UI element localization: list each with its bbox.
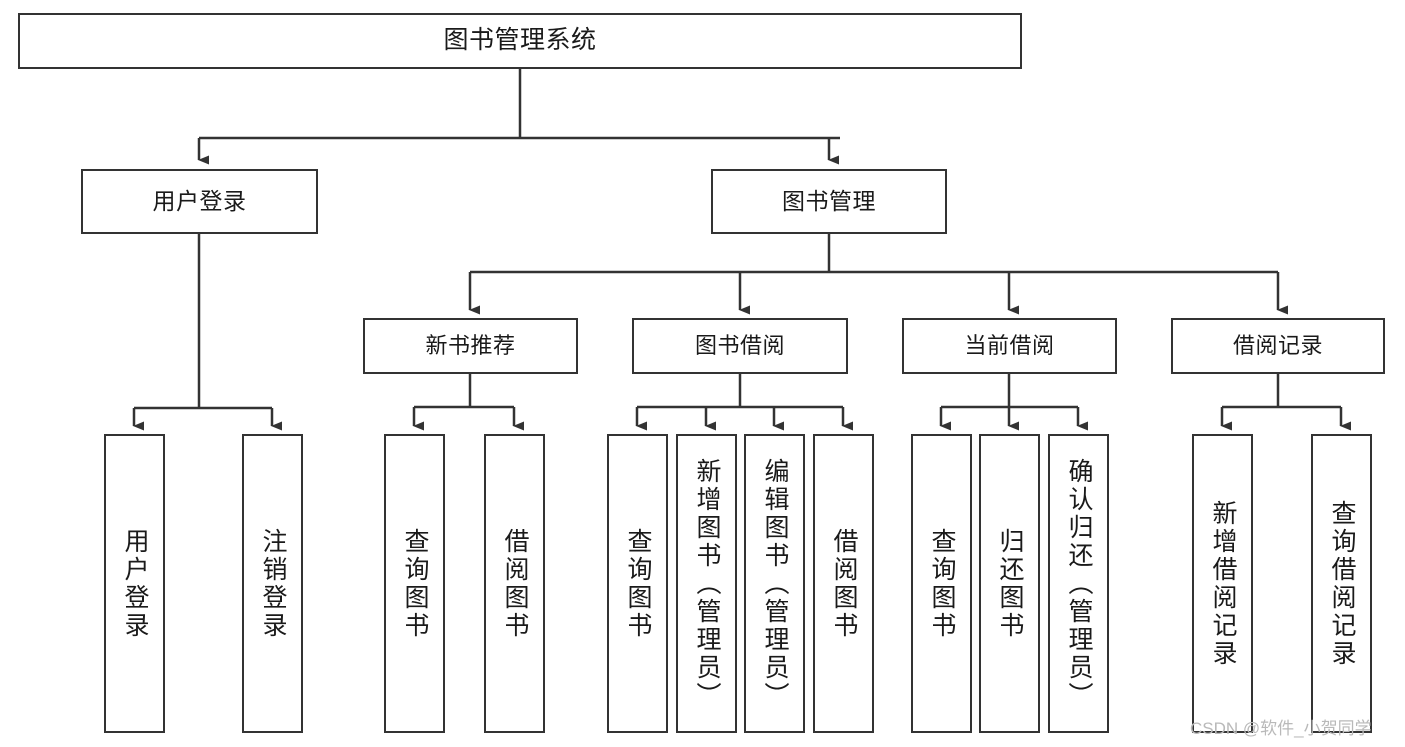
node-current-borrow[interactable]: 当前借阅 [902,318,1117,374]
leaf-borrow-edit-book-label: 编辑图书（管理员） [761,457,789,710]
leaf-borrow-add-book[interactable]: 新增图书（管理员） [676,434,737,733]
leaf-user-login[interactable]: 用户登录 [104,434,165,733]
leaf-current-confirm-return[interactable]: 确认归还（管理员） [1048,434,1109,733]
leaf-borrow-query-book[interactable]: 查询图书 [607,434,668,733]
leaf-user-login-label: 用户登录 [121,527,149,640]
node-root[interactable]: 图书管理系统 [18,13,1022,69]
leaf-current-query-book[interactable]: 查询图书 [911,434,972,733]
node-book-management[interactable]: 图书管理 [711,169,947,234]
leaf-record-query-label: 查询借阅记录 [1328,499,1356,668]
node-book-borrow-label: 图书借阅 [694,333,785,359]
node-book-management-label: 图书管理 [782,187,876,214]
leaf-borrow-query-book-label: 查询图书 [624,527,652,640]
leaf-logout-label: 注销登录 [259,527,287,640]
leaf-record-query[interactable]: 查询借阅记录 [1311,434,1372,733]
leaf-current-return-book[interactable]: 归还图书 [979,434,1040,733]
leaf-record-add[interactable]: 新增借阅记录 [1192,434,1253,733]
node-user-login-label: 用户登录 [152,187,247,214]
leaf-logout[interactable]: 注销登录 [242,434,303,733]
leaf-current-return-book-label: 归还图书 [996,527,1024,640]
leaf-newbook-borrow-book-label: 借阅图书 [501,527,529,640]
leaf-newbook-borrow-book[interactable]: 借阅图书 [484,434,545,733]
leaf-borrow-borrow-book[interactable]: 借阅图书 [813,434,874,733]
node-borrow-record-label: 借阅记录 [1232,333,1323,359]
node-new-book-recommend[interactable]: 新书推荐 [363,318,578,374]
leaf-borrow-add-book-label: 新增图书（管理员） [693,457,721,710]
leaf-borrow-edit-book[interactable]: 编辑图书（管理员） [744,434,805,733]
leaf-record-add-label: 新增借阅记录 [1209,499,1237,668]
node-book-borrow[interactable]: 图书借阅 [632,318,848,374]
node-current-borrow-label: 当前借阅 [964,333,1055,359]
node-borrow-record[interactable]: 借阅记录 [1171,318,1385,374]
node-user-login[interactable]: 用户登录 [81,169,318,234]
node-new-book-recommend-label: 新书推荐 [425,333,516,359]
leaf-newbook-query-book-label: 查询图书 [401,527,429,640]
leaf-newbook-query-book[interactable]: 查询图书 [384,434,445,733]
node-root-label: 图书管理系统 [443,26,597,55]
leaf-current-query-book-label: 查询图书 [928,527,956,640]
leaf-current-confirm-return-label: 确认归还（管理员） [1065,457,1093,710]
leaf-borrow-borrow-book-label: 借阅图书 [830,527,858,640]
